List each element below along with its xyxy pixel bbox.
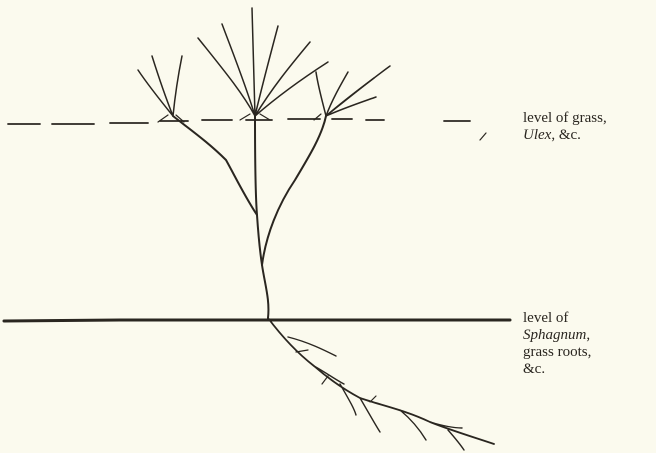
sphagnum-label-line-4: &c.: [523, 361, 591, 378]
sphagnum-text: Sphagnum: [523, 327, 586, 343]
grass-label-line-2: Ulex, &c.: [523, 127, 607, 144]
grass-label-line-1: level of grass,: [523, 110, 607, 127]
center-shoot-cluster: [198, 8, 328, 120]
sphagnum-level-label: level of Sphagnum, grass roots, &c.: [523, 310, 591, 378]
grass-level-dashed-line: [8, 119, 486, 140]
right-shoot-cluster: [314, 66, 390, 120]
plant-stem: [173, 116, 326, 318]
sphagnum-label-line-1: level of: [523, 310, 591, 327]
grass-level-label: level of grass, Ulex, &c.: [523, 110, 607, 144]
ulex-text: Ulex: [523, 127, 551, 143]
root-system: [268, 318, 494, 450]
sphagnum-label-line-3: grass roots,: [523, 344, 591, 361]
sphagnum-level-line: [4, 320, 510, 321]
left-shoot-cluster: [138, 56, 184, 122]
sphagnum-label-line-2-rest: ,: [586, 327, 590, 343]
grass-label-line-2-rest: , &c.: [551, 127, 581, 143]
sphagnum-label-line-2: Sphagnum,: [523, 327, 591, 344]
